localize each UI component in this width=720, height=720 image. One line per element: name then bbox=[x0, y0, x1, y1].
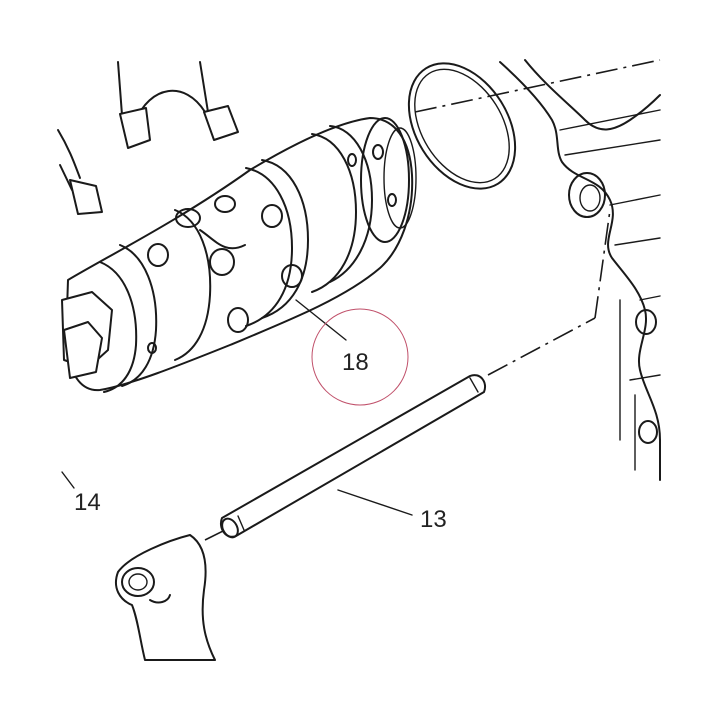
part-label-18: 18 bbox=[342, 349, 369, 376]
o-ring-seal bbox=[407, 62, 517, 190]
shaft-rod bbox=[220, 374, 486, 539]
selector-arm bbox=[114, 534, 216, 661]
casing-bolt-hole-lower bbox=[638, 420, 658, 444]
highlight-circle-18 bbox=[311, 308, 409, 406]
leader-line-14 bbox=[61, 471, 75, 489]
shift-fork-upper bbox=[117, 61, 239, 149]
part-label-14: 14 bbox=[74, 489, 101, 516]
shift-fork-left bbox=[57, 129, 103, 215]
casing-bolt-hole-upper bbox=[568, 172, 606, 218]
leader-line-13 bbox=[337, 489, 413, 516]
leader-line-18 bbox=[295, 299, 347, 341]
leader-lines bbox=[61, 299, 413, 516]
selector-drum bbox=[61, 117, 417, 393]
casing-bolt-hole-middle bbox=[635, 309, 657, 335]
gearbox-casing bbox=[499, 59, 661, 481]
part-label-13: 13 bbox=[420, 506, 447, 533]
assembly-axis-lines bbox=[204, 59, 661, 541]
